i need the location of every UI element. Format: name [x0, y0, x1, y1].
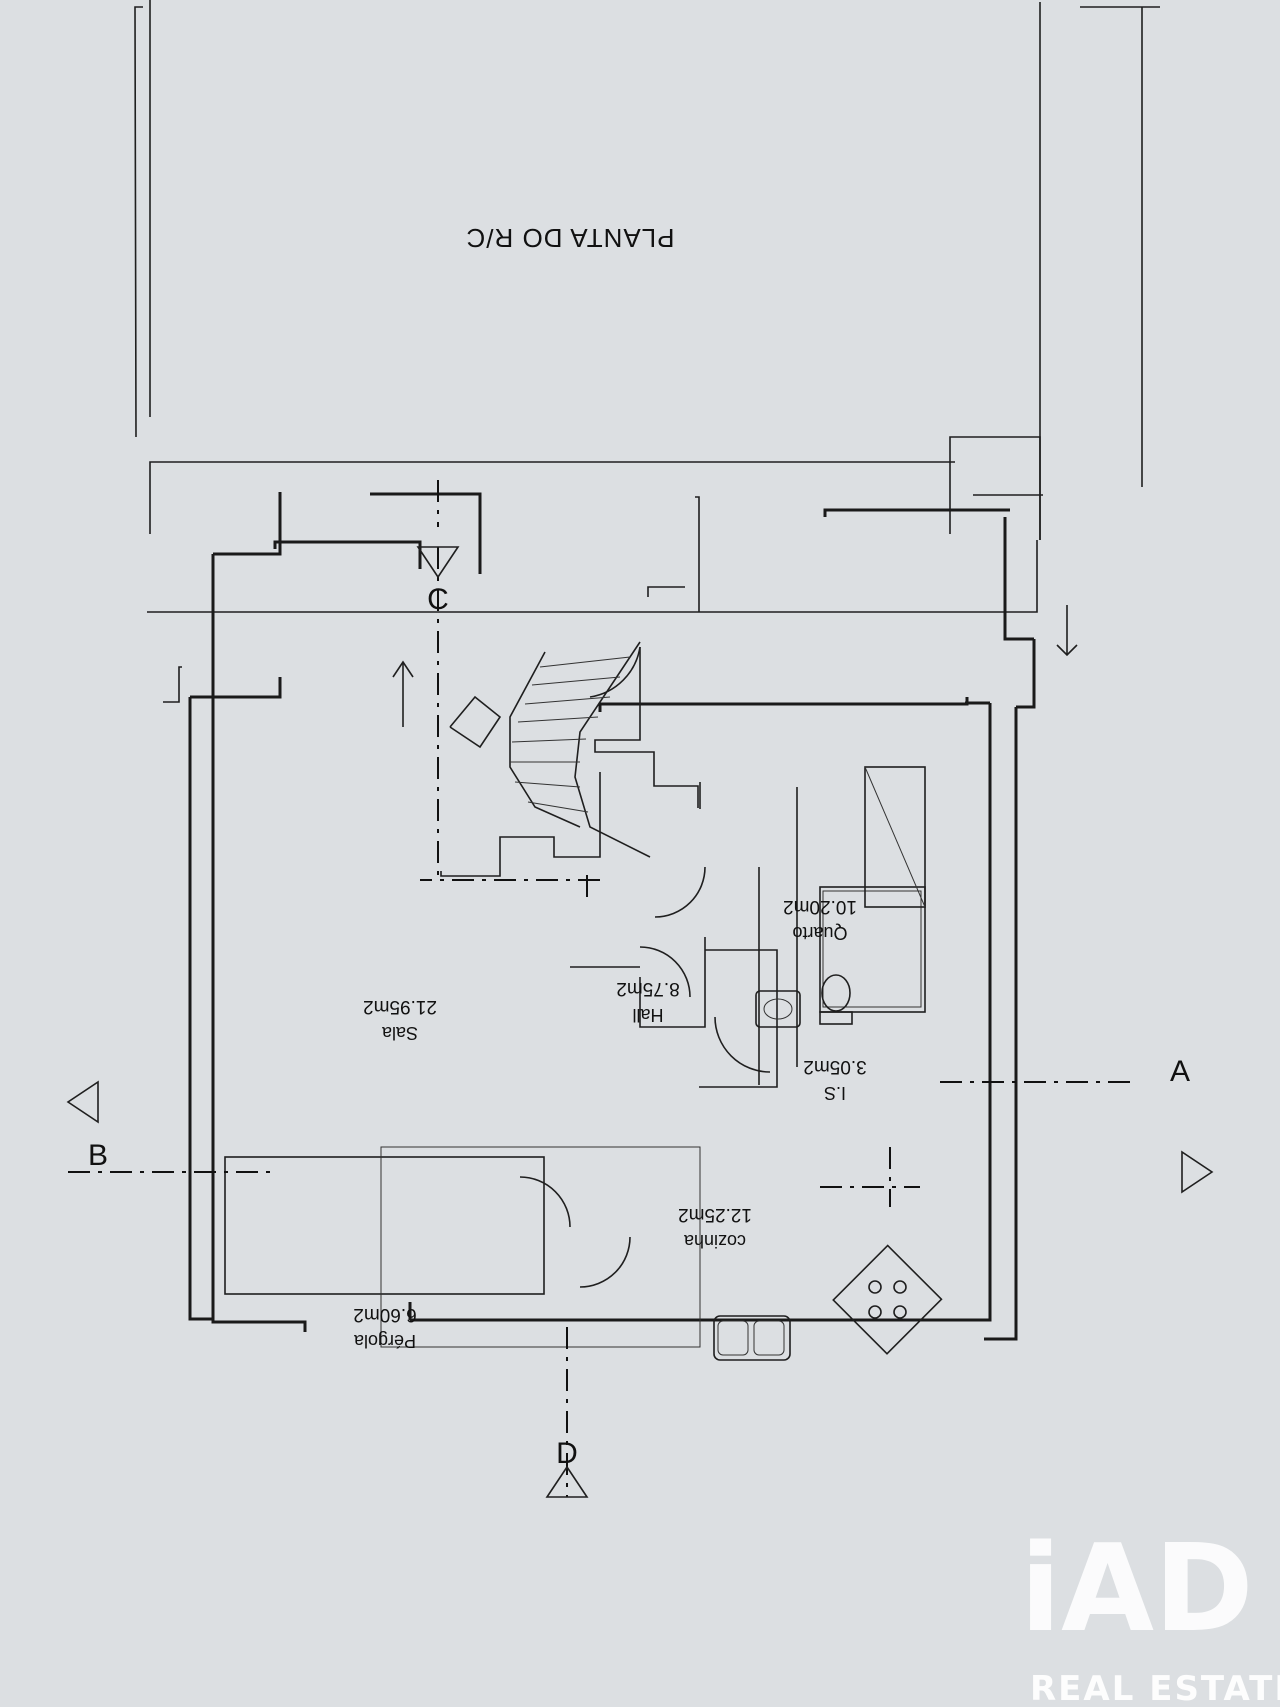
section-marker-d: D [545, 1437, 589, 1498]
plan-rotated-group: PLANTA DO R/C [66, 0, 1214, 1498]
room-name-quarto: Quarto [792, 923, 847, 943]
watermark-logo: iAD REAL ESTATE [1020, 1520, 1280, 1707]
section-marker-b: B [66, 1080, 108, 1172]
section-lines [68, 480, 1130, 1497]
room-label-hall: Hall 8.75m2 [616, 978, 679, 1025]
room-name-is: I.S [824, 1083, 846, 1103]
kitchen-sink-icon [713, 1315, 791, 1361]
room-label-sala: Sala 21.95m2 [363, 996, 437, 1043]
room-label-is: I.S 3.05m2 [803, 1056, 866, 1103]
shower-tray-icon [864, 766, 926, 908]
room-area-sala: 21.95m2 [363, 996, 437, 1017]
room-area-hall: 8.75m2 [616, 978, 679, 999]
section-marker-c: C [416, 546, 460, 616]
toilet-icon [819, 974, 853, 1025]
pergola-area [224, 1156, 545, 1295]
section-label-b: B [88, 1139, 108, 1172]
washbasin-icon [755, 990, 801, 1028]
exterior-walls [188, 492, 1036, 1341]
site-boundary [134, 0, 1160, 703]
kitchen-stove-icon [832, 1244, 943, 1355]
section-label-c: C [427, 583, 449, 616]
entrance-arrow-icon [392, 605, 1078, 727]
interior-walls [440, 496, 798, 1088]
room-area-is: 3.05m2 [803, 1056, 866, 1077]
room-label-pergola: Pérgola 6.60m2 [353, 1304, 417, 1351]
bathroom-area [819, 886, 926, 1013]
room-name-cozinha: cozinha [683, 1231, 746, 1251]
room-name-hall: Hall [632, 1005, 663, 1025]
section-label-d: D [556, 1437, 578, 1470]
room-label-cozinha: cozinha 12.25m2 [678, 1204, 752, 1251]
fireplace-icon [449, 695, 502, 749]
doors [519, 646, 771, 1288]
kitchen-area [380, 1146, 701, 1348]
room-name-pergola: Pérgola [353, 1331, 416, 1351]
room-area-pergola: 6.60m2 [353, 1304, 416, 1325]
room-label-quarto: Quarto 10.20m2 [783, 896, 857, 943]
staircase [509, 641, 651, 858]
plan-title: PLANTA DO R/C [465, 223, 674, 253]
room-area-cozinha: 12.25m2 [678, 1204, 752, 1225]
watermark-iad: iAD [1020, 1520, 1254, 1659]
room-name-sala: Sala [381, 1023, 418, 1043]
section-marker-a: A [1170, 1055, 1214, 1194]
watermark-tagline: REAL ESTATE [1030, 1669, 1280, 1707]
section-label-a: A [1170, 1055, 1190, 1088]
room-area-quarto: 10.20m2 [783, 896, 857, 917]
